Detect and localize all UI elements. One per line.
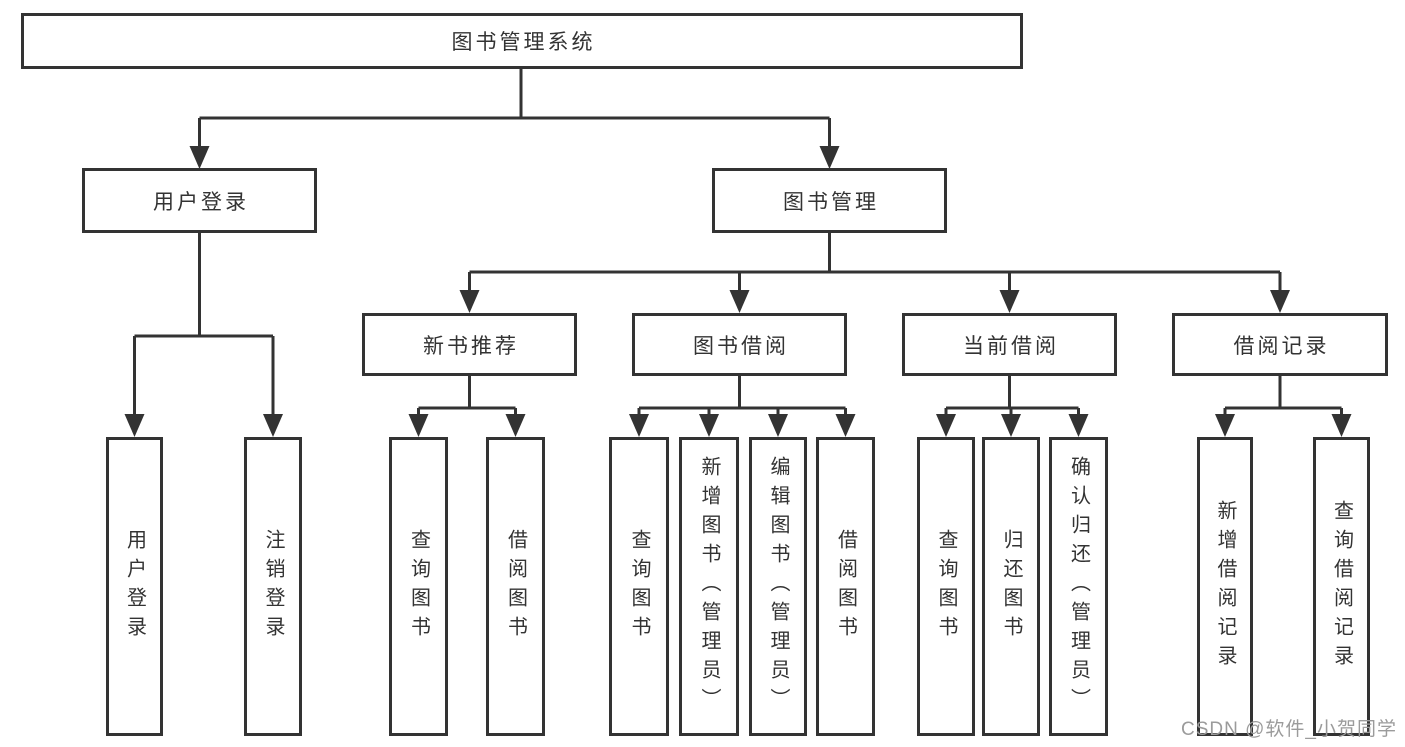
connector-borrow-to-leaves — [637, 376, 847, 418]
leaf-current-confirm-return-label: 确认归还（管理员） — [1067, 456, 1090, 717]
node-borrow-records-label: 借阅记录 — [1233, 334, 1330, 358]
arrowheads-borrow-leaves — [629, 414, 856, 437]
leaf-borrow-borrow-books: 借阅图书 — [816, 437, 875, 736]
leaf-recommend-query-books: 查询图书 — [389, 437, 448, 736]
leaf-current-query-books: 查询图书 — [917, 437, 975, 736]
leaf-recommend-borrow-books: 借阅图书 — [486, 437, 545, 736]
node-root: 图书管理系统 — [21, 13, 1023, 69]
arrowheads-level2 — [189, 146, 840, 169]
leaf-current-query-books-label: 查询图书 — [935, 528, 957, 645]
leaf-borrow-borrow-books-label: 借阅图书 — [834, 528, 857, 645]
connector-current-to-leaves — [944, 376, 1080, 418]
node-book-management: 图书管理 — [712, 168, 947, 233]
node-new-book-recommend: 新书推荐 — [362, 313, 577, 376]
leaf-borrow-edit-books: 编辑图书（管理员） — [749, 437, 807, 736]
arrowheads-level3 — [459, 290, 1290, 313]
leaf-records-add-record: 新增借阅记录 — [1197, 437, 1253, 736]
leaf-records-query-record-label: 查询借阅记录 — [1330, 499, 1353, 674]
node-current-borrow-label: 当前借阅 — [963, 334, 1059, 358]
node-current-borrow: 当前借阅 — [902, 313, 1117, 376]
leaf-records-add-record-label: 新增借阅记录 — [1214, 499, 1236, 674]
connector-root-to-level2 — [198, 69, 831, 150]
arrowheads-userlogin-leaves — [124, 414, 283, 437]
leaf-current-return-books-label: 归还图书 — [1000, 528, 1022, 645]
leaf-borrow-query-books: 查询图书 — [609, 437, 669, 736]
node-borrow-records: 借阅记录 — [1172, 313, 1388, 376]
leaf-logout: 注销登录 — [244, 437, 302, 736]
node-new-book-recommend-label: 新书推荐 — [423, 334, 519, 358]
node-book-management-label: 图书管理 — [783, 190, 879, 214]
arrowheads-records-leaves — [1215, 414, 1352, 437]
leaf-current-return-books: 归还图书 — [982, 437, 1040, 736]
leaf-user-login-label: 用户登录 — [123, 528, 146, 645]
connector-newrec-to-leaves — [417, 376, 517, 418]
connector-bookmgmt-to-level3 — [468, 233, 1282, 296]
leaf-logout-label: 注销登录 — [262, 528, 284, 645]
node-user-login: 用户登录 — [82, 168, 317, 233]
csdn-watermark: CSDN @软件_小贺同学 — [1181, 719, 1397, 740]
leaf-recommend-borrow-books-label: 借阅图书 — [504, 528, 527, 645]
leaf-records-query-record: 查询借阅记录 — [1313, 437, 1370, 736]
leaf-borrow-query-books-label: 查询图书 — [628, 528, 650, 645]
connector-records-to-leaves — [1223, 376, 1343, 418]
arrowheads-newrec-leaves — [408, 414, 526, 437]
node-book-borrow-label: 图书借阅 — [693, 334, 789, 358]
node-user-login-label: 用户登录 — [153, 190, 249, 214]
node-book-borrow: 图书借阅 — [632, 313, 847, 376]
leaf-current-confirm-return: 确认归还（管理员） — [1049, 437, 1108, 736]
leaf-borrow-add-books: 新增图书（管理员） — [679, 437, 739, 736]
leaf-recommend-query-books-label: 查询图书 — [407, 528, 430, 645]
arrowheads-current-leaves — [936, 414, 1089, 437]
connector-userlogin-to-leaves — [133, 233, 275, 418]
leaf-user-login: 用户登录 — [106, 437, 163, 736]
leaf-borrow-edit-books-label: 编辑图书（管理员） — [767, 456, 789, 717]
node-root-label: 图书管理系统 — [451, 31, 596, 54]
leaf-borrow-add-books-label: 新增图书（管理员） — [698, 456, 720, 717]
